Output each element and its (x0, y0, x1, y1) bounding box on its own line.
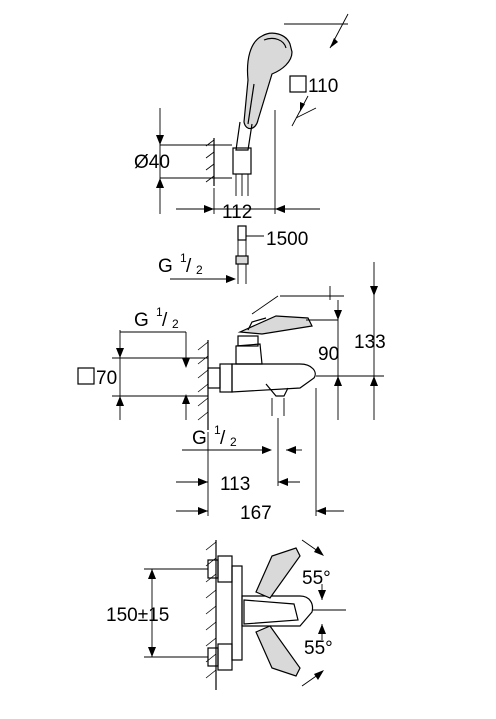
label-133: 133 (354, 332, 386, 353)
label-angle-bottom: 55° (304, 638, 333, 659)
dimension-outlet-thread: G 1 / 2 (182, 423, 302, 454)
label-outlet-thread-g: G (192, 428, 207, 449)
label-150: 150±15 (106, 605, 169, 626)
dimension-70: 70 (77, 330, 208, 420)
hand-shower (232, 32, 293, 196)
dimension-height: 90 133 (316, 262, 386, 420)
label-90: 90 (318, 344, 339, 365)
wall-hatch-middle (197, 340, 209, 430)
label-angle-top: 55° (302, 568, 331, 589)
label-hose-thread-g: G (158, 256, 173, 277)
label-167: 167 (240, 503, 272, 524)
label-hose-thread-num: 1 (180, 251, 187, 265)
svg-text:/: / (186, 256, 192, 277)
label-inlet-thread-g: G (134, 310, 149, 331)
label-inlet-thread-num: 1 (156, 305, 163, 319)
label-110: 110 (308, 76, 338, 97)
label-112: 112 (222, 202, 252, 223)
svg-text:/: / (162, 310, 168, 331)
label-outlet-thread-den: 2 (230, 435, 237, 449)
dimension-diameter-40: Ø40 (134, 108, 232, 214)
label-113: 113 (220, 474, 250, 495)
wall-hatch-bottom (205, 540, 217, 690)
mixer-side-view (207, 295, 344, 416)
dimension-112: 112 (176, 110, 320, 223)
dimension-inlet-thread: G 1 / 2 (120, 305, 190, 368)
label-outlet-thread-num: 1 (214, 423, 221, 437)
mixer-top-view (207, 539, 346, 687)
svg-text:/: / (220, 428, 226, 449)
label-70: 70 (96, 368, 117, 389)
dimension-inlet-spacing: 150±15 (106, 568, 208, 658)
dimension-projection: 113 167 (176, 388, 344, 524)
dimension-110: 110 (284, 13, 349, 127)
label-hose-thread-den: 2 (196, 263, 203, 277)
label-inlet-thread-den: 2 (172, 317, 179, 331)
shower-hose: 1500 G 1 / 2 (158, 225, 308, 284)
label-diameter-40: Ø40 (134, 152, 170, 173)
label-1500: 1500 (266, 229, 308, 250)
